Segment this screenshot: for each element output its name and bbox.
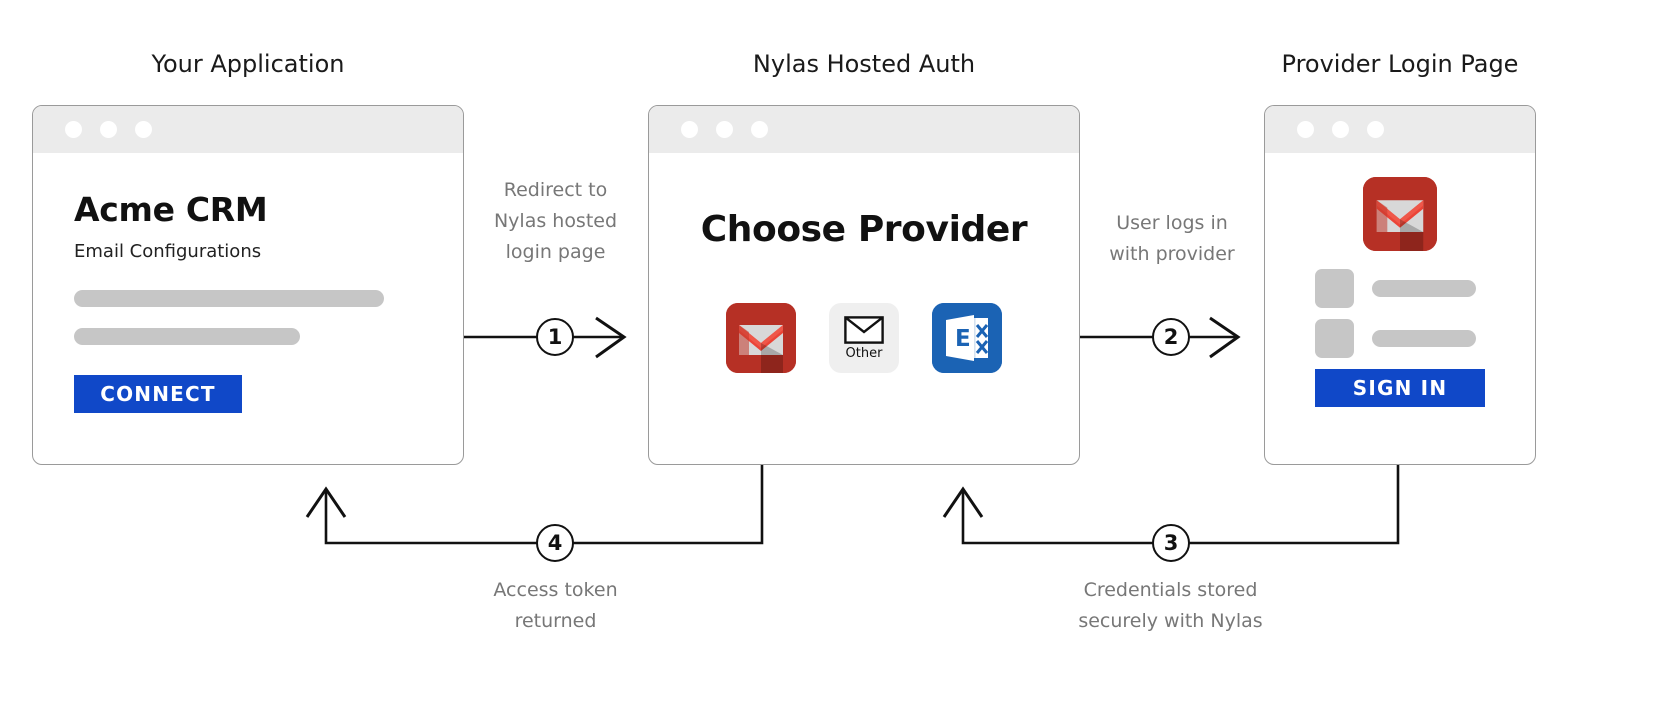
app-window-titlebar <box>33 106 463 153</box>
step-badge-1: 1 <box>536 318 574 356</box>
provider-gmail-logo <box>1363 177 1437 251</box>
sign-in-button[interactable]: SIGN IN <box>1315 369 1485 407</box>
window-dot-minimize-icon <box>716 121 733 138</box>
exchange-icon: E <box>932 303 1002 373</box>
auth-window: Choose Provider <box>648 105 1080 465</box>
step-2-caption: User logs in with provider <box>1109 212 1235 265</box>
gmail-icon <box>726 303 796 373</box>
provider-option-exchange[interactable]: E <box>932 303 1002 373</box>
provider-window-titlebar <box>1265 106 1535 153</box>
placeholder-bar-1 <box>74 290 384 307</box>
avatar-placeholder-1 <box>1315 269 1354 308</box>
field-placeholder-1 <box>1372 280 1476 297</box>
column-title-auth: Nylas Hosted Auth <box>752 50 976 78</box>
step-badge-4: 4 <box>536 524 574 562</box>
column-title-provider: Provider Login Page <box>1281 50 1519 78</box>
app-window-body: Acme CRM Email Configurations CONNECT <box>33 153 463 464</box>
window-dot-minimize-icon <box>1332 121 1349 138</box>
app-window: Acme CRM Email Configurations CONNECT <box>32 105 464 465</box>
svg-text:E: E <box>955 326 971 352</box>
column-title-app: Your Application <box>151 50 345 78</box>
step-badge-2: 2 <box>1152 318 1190 356</box>
placeholder-bar-2 <box>74 328 300 345</box>
choose-provider-heading: Choose Provider <box>700 209 1028 250</box>
window-dot-maximize-icon <box>751 121 768 138</box>
step-1-caption: Redirect to Nylas hosted login page <box>493 179 618 263</box>
window-dot-close-icon <box>681 121 698 138</box>
window-dot-maximize-icon <box>135 121 152 138</box>
provider-option-gmail[interactable] <box>726 303 796 373</box>
window-dot-close-icon <box>1297 121 1314 138</box>
step-badge-3: 3 <box>1152 524 1190 562</box>
field-placeholder-2 <box>1372 330 1476 347</box>
auth-window-body: Choose Provider <box>649 153 1079 464</box>
window-dot-close-icon <box>65 121 82 138</box>
provider-list: Other E <box>649 303 1079 373</box>
provider-window: SIGN IN <box>1264 105 1536 465</box>
step-3-caption: Credentials stored securely with Nylas <box>1078 579 1263 632</box>
avatar-placeholder-2 <box>1315 319 1354 358</box>
step-4-caption: Access token returned <box>493 579 618 632</box>
provider-option-other-label: Other <box>845 346 883 361</box>
envelope-icon <box>844 316 884 344</box>
connect-button[interactable]: CONNECT <box>74 375 242 413</box>
gmail-icon <box>1363 177 1437 251</box>
app-subtitle: Email Configurations <box>74 241 262 262</box>
window-dot-minimize-icon <box>100 121 117 138</box>
provider-option-other[interactable]: Other <box>829 303 899 373</box>
app-name: Acme CRM <box>74 190 268 229</box>
window-dot-maximize-icon <box>1367 121 1384 138</box>
auth-window-titlebar <box>649 106 1079 153</box>
provider-window-body: SIGN IN <box>1265 153 1535 464</box>
